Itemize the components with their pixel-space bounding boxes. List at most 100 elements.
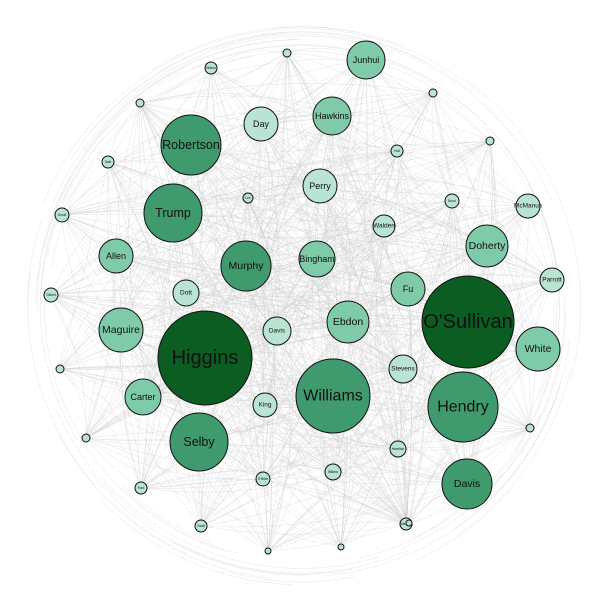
- graph-edge: [200, 406, 464, 527]
- node-circle: [427, 371, 499, 443]
- graph-edge: [185, 150, 398, 294]
- graph-edge: [286, 52, 404, 370]
- graph-edge: [139, 52, 288, 104]
- graph-edge: [479, 383, 562, 510]
- graph-edge: [286, 52, 553, 281]
- graph-edge: [247, 197, 404, 370]
- node-circle: [98, 307, 144, 353]
- graph-edge: [262, 478, 468, 499]
- node-circle: [194, 519, 208, 533]
- graph-edge: [247, 197, 342, 548]
- graph-edge: [260, 123, 409, 525]
- node-circle: [389, 440, 407, 458]
- node-circle: [390, 144, 404, 158]
- node-label: Ford: [138, 486, 145, 490]
- graph-edge: [139, 83, 434, 104]
- node-label: Higgins: [172, 347, 239, 369]
- graph-node-davis_c: Davis: [262, 316, 292, 346]
- graph-edge: [120, 329, 404, 370]
- graph-edge: [331, 115, 553, 281]
- graph-edge: [157, 31, 430, 73]
- graph-edge: [59, 265, 247, 370]
- node-circle: [428, 88, 438, 98]
- graph-edge: [61, 140, 491, 216]
- graph-edge: [70, 33, 283, 161]
- graph-edge: [120, 115, 333, 331]
- graph-node-osullivan: O'Sullivan: [421, 275, 515, 369]
- graph-node-u9: [337, 543, 345, 551]
- graph-node-williams: Williams: [295, 358, 371, 434]
- graph-edge: [139, 102, 166, 489]
- graph-edge: [247, 92, 434, 199]
- node-label: Day: [253, 119, 270, 129]
- graph-node-mcmanus: McManus: [514, 193, 543, 219]
- graph-edge: [101, 500, 292, 585]
- node-label: Maguire: [102, 324, 140, 336]
- graph-edge: [267, 427, 531, 552]
- graph-edge: [276, 205, 529, 332]
- graph-node-holt: Holt: [390, 144, 404, 158]
- graph-node-junhui: Junhui: [346, 40, 386, 80]
- graph-edge: [61, 150, 398, 216]
- graph-edge: [332, 427, 531, 474]
- graph-node-obrien: O'Brien: [255, 471, 271, 487]
- graph-edge: [139, 102, 410, 524]
- graph-edge: [122, 485, 210, 542]
- node-label: Carter: [130, 392, 155, 402]
- graph-edge: [271, 115, 333, 332]
- node-circle: [295, 358, 371, 434]
- graph-edge: [258, 123, 334, 473]
- graph-edge: [146, 532, 270, 579]
- graph-edge: [494, 412, 542, 485]
- graph-edge: [200, 404, 266, 527]
- graph-edge: [266, 225, 385, 552]
- graph-edge: [59, 368, 142, 489]
- node-label: Hawkins: [315, 111, 350, 121]
- graph-edge: [119, 67, 212, 331]
- graph-node-robertson: Robertson: [160, 114, 222, 176]
- graph-edge: [115, 255, 147, 489]
- graph-edge: [210, 67, 404, 370]
- node-label: White: [525, 343, 552, 355]
- graph-node-u1: [282, 48, 292, 58]
- graph-edge: [276, 59, 367, 332]
- graph-node-wilson: Wilson: [204, 61, 218, 75]
- graph-edge: [185, 123, 262, 294]
- graph-edge: [396, 140, 491, 155]
- graph-edge: [109, 66, 186, 123]
- graph-edge: [340, 427, 531, 548]
- node-label: Hendry: [437, 399, 489, 416]
- graph-edge: [262, 478, 407, 525]
- graph-edge: [396, 150, 529, 207]
- graph-node-u8: [264, 547, 272, 555]
- node-circle: [101, 155, 115, 169]
- node-label: Trump: [155, 206, 191, 220]
- graph-node-murphy: Murphy: [220, 240, 272, 292]
- graph-node-bond: Bond: [444, 193, 460, 209]
- graph-node-ebdon: Ebdon: [326, 300, 370, 344]
- graph-edge: [286, 52, 491, 142]
- graph-edge: [27, 271, 96, 486]
- graph-edge: [107, 161, 144, 398]
- node-circle: [405, 519, 413, 527]
- node-circle: [421, 275, 515, 369]
- graph-edge: [264, 140, 491, 406]
- graph-edge: [399, 472, 505, 550]
- graph-edge: [139, 58, 367, 104]
- graph-edge: [47, 120, 121, 256]
- graph-node-u2: [428, 88, 438, 98]
- graph-edge: [43, 70, 183, 249]
- node-label: Dott: [180, 290, 192, 297]
- graph-node-gilbert: Gilbert: [43, 287, 59, 303]
- node-circle: [98, 238, 134, 274]
- node-circle: [169, 412, 229, 472]
- graph-edge: [200, 330, 278, 527]
- graph-edge: [120, 245, 488, 331]
- graph-edge: [120, 329, 410, 524]
- graph-edge: [380, 225, 404, 370]
- graph-node-u5: [55, 364, 65, 374]
- node-circle: [539, 267, 565, 293]
- node-circle: [390, 271, 426, 307]
- graph-edge: [59, 185, 321, 370]
- graph-edge: [90, 472, 353, 575]
